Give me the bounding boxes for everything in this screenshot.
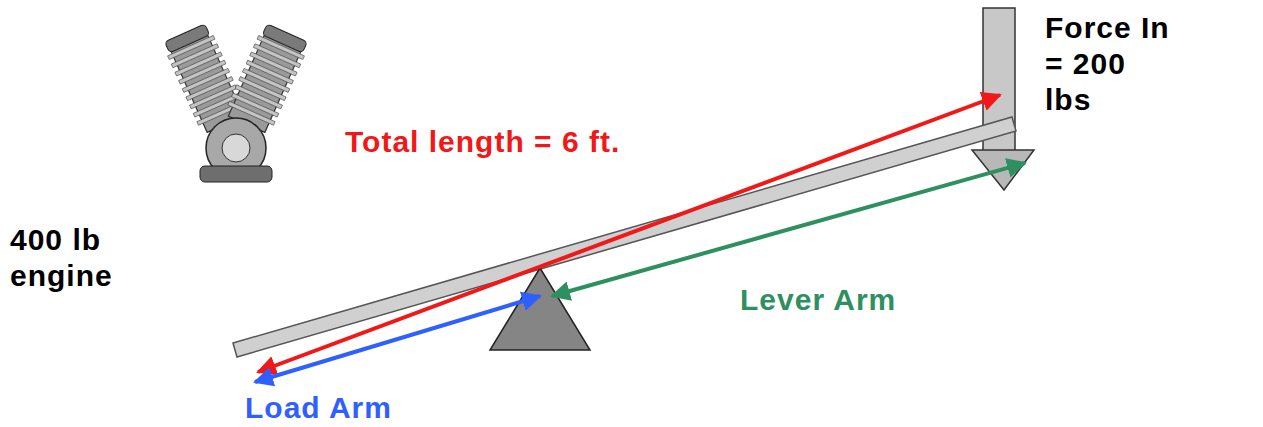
engine-picture [162,23,310,182]
load-arm-label: Load Arm [245,390,392,426]
load-label: 400 lb engine [10,222,130,294]
total-length-arrow [258,95,1000,372]
total-length-label: Total length = 6 ft. [345,124,620,160]
force-label: Force In = 200 lbs [1045,10,1180,118]
lever-arm-label: Lever Arm [740,282,896,318]
lever-arm-arrow [552,163,1025,296]
load-arm-arrow [255,296,540,382]
